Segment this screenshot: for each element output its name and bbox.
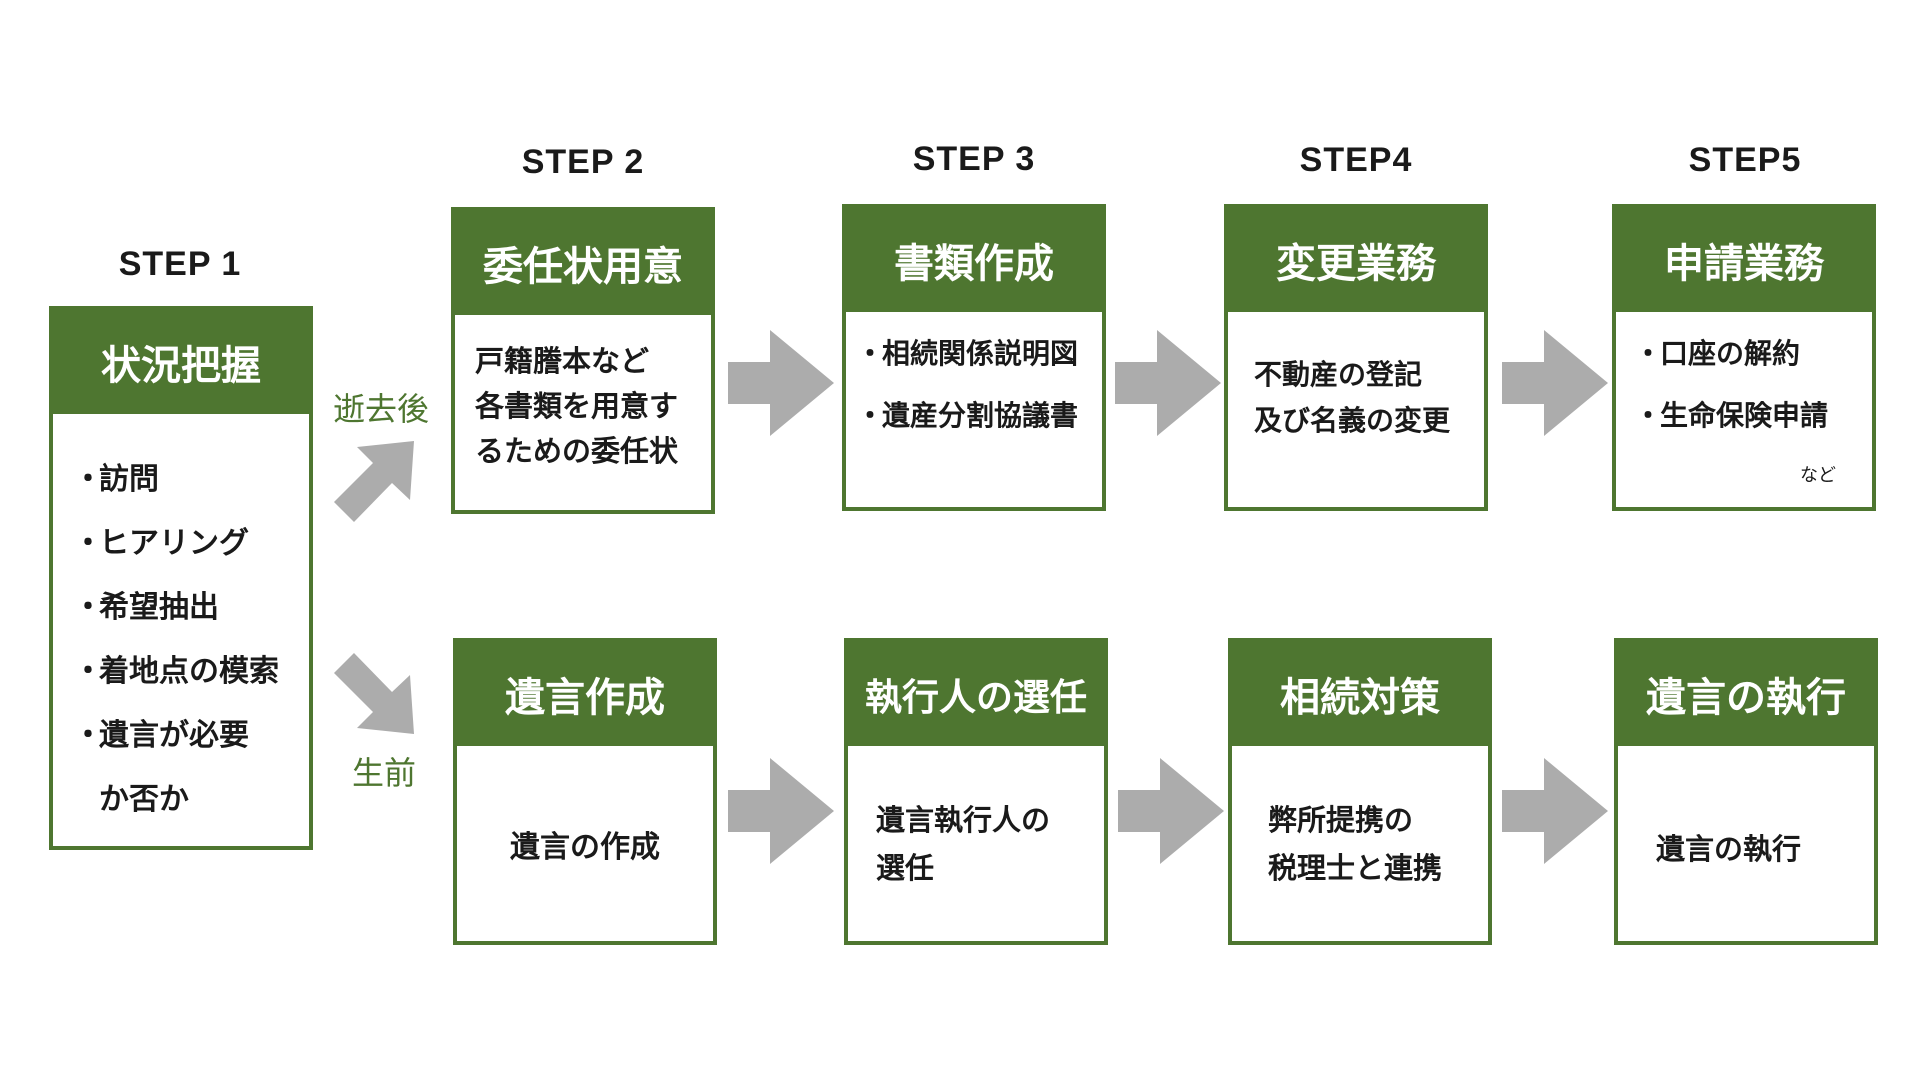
step3-box: 書類作成 ・相続関係説明図 ・遺産分割協議書 — [842, 204, 1106, 511]
right-arrow-icon — [728, 758, 834, 864]
step3-body: ・相続関係説明図 ・遺産分割協議書 — [846, 312, 1102, 507]
inheritance-measures-line: 税理士と連携 — [1268, 851, 1443, 885]
step4-box: 変更業務 不動産の登記 及び名義の変更 — [1224, 204, 1488, 511]
step2-label: STEP 2 — [521, 143, 645, 181]
step4-line: 及び名義の変更 — [1254, 404, 1451, 437]
will-creation-title: 遺言作成 — [457, 642, 713, 746]
inheritance-measures-box: 相続対策 弊所提携の 税理士と連携 — [1228, 638, 1492, 945]
step2-box: 委任状用意 戸籍謄本など 各書類を用意す るための委任状 — [451, 207, 715, 514]
step1-body: ・訪問 ・ヒアリング ・希望抽出 ・着地点の模索 ・遺言が必要 か否か — [53, 414, 309, 846]
step2-title: 委任状用意 — [455, 211, 711, 315]
step1-item: ・着地点の模索 — [73, 654, 279, 689]
executor-appointment-line: 遺言執行人の — [876, 803, 1051, 837]
step5-item: ・口座の解約 — [1634, 337, 1801, 370]
will-execution-box: 遺言の執行 遺言の執行 — [1614, 638, 1878, 945]
step5-title: 申請業務 — [1616, 208, 1872, 312]
inheritance-measures-title: 相続対策 — [1232, 642, 1488, 746]
executor-appointment-title: 執行人の選任 — [848, 642, 1104, 746]
will-execution-text: 遺言の執行 — [1656, 832, 1802, 866]
step3-item: ・遺産分割協議書 — [856, 399, 1079, 432]
executor-appointment-box: 執行人の選任 遺言執行人の 選任 — [844, 638, 1108, 945]
step5-item: ・生命保険申請 — [1634, 399, 1829, 432]
step1-box: 状況把握 ・訪問 ・ヒアリング ・希望抽出 ・着地点の模索 ・遺言が必要 か否か — [49, 306, 313, 850]
step1-title: 状況把握 — [53, 310, 309, 414]
step4-title: 変更業務 — [1228, 208, 1484, 312]
step1-item: ・ヒアリング — [73, 526, 249, 561]
right-arrow-icon — [1118, 758, 1224, 864]
step2-line: 戸籍謄本など — [475, 344, 650, 378]
step2-body: 戸籍謄本など 各書類を用意す るための委任状 — [455, 315, 711, 510]
step1-item: ・訪問 — [73, 462, 159, 497]
step2-line: 各書類を用意す — [475, 389, 679, 423]
step1-label: STEP 1 — [118, 245, 242, 283]
step5-label: STEP5 — [1688, 141, 1802, 179]
step5-box: 申請業務 ・口座の解約 ・生命保険申請 など — [1612, 204, 1876, 511]
diagonal-down-arrow-icon — [334, 653, 414, 734]
will-creation-box: 遺言作成 遺言の作成 — [453, 638, 717, 945]
diagonal-up-arrow-icon — [334, 441, 414, 522]
step2-line: るための委任状 — [475, 434, 679, 468]
step5-note: など — [1800, 465, 1836, 486]
will-execution-title: 遺言の執行 — [1618, 642, 1874, 746]
right-arrow-icon — [1502, 758, 1608, 864]
step1-item: ・遺言が必要 — [73, 718, 249, 753]
inheritance-measures-line: 弊所提携の — [1268, 803, 1414, 837]
right-arrow-icon — [1115, 330, 1221, 436]
step5-body: ・口座の解約 ・生命保険申請 など — [1616, 312, 1872, 507]
step3-item: ・相続関係説明図 — [856, 337, 1079, 370]
will-creation-text: 遺言の作成 — [510, 829, 660, 865]
step4-label: STEP4 — [1299, 141, 1413, 179]
branch-lower-label: 生前 — [352, 754, 417, 792]
right-arrow-icon — [728, 330, 834, 436]
step3-title: 書類作成 — [846, 208, 1102, 312]
step1-item-continuation: か否か — [99, 782, 189, 817]
inheritance-measures-body: 弊所提携の 税理士と連携 — [1232, 746, 1488, 941]
will-execution-body: 遺言の執行 — [1618, 746, 1874, 941]
step3-label: STEP 3 — [912, 140, 1036, 178]
executor-appointment-body: 遺言執行人の 選任 — [848, 746, 1104, 941]
executor-appointment-line: 選任 — [876, 851, 935, 885]
step4-line: 不動産の登記 — [1254, 358, 1423, 391]
right-arrow-icon — [1502, 330, 1608, 436]
step4-body: 不動産の登記 及び名義の変更 — [1228, 312, 1484, 507]
will-creation-body: 遺言の作成 — [457, 746, 713, 941]
step1-item: ・希望抽出 — [73, 590, 219, 625]
branch-upper-label: 逝去後 — [333, 390, 430, 428]
